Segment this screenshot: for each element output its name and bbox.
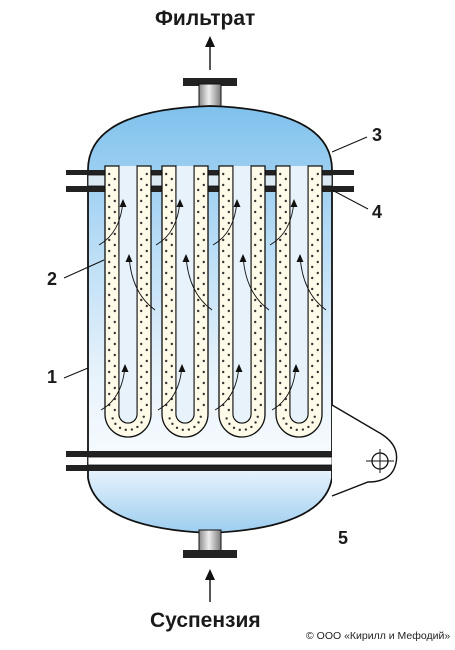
top-nozzle — [183, 78, 237, 110]
filter-element — [98, 165, 156, 438]
filter-channel — [232, 166, 252, 424]
filter-channel — [175, 166, 195, 424]
bottom-nozzle — [183, 529, 237, 558]
porous-dots — [165, 172, 205, 432]
flow-arrowhead — [290, 199, 298, 207]
filter-element — [155, 165, 213, 438]
porous-dots — [108, 172, 148, 432]
callout-4: 4 — [372, 202, 383, 222]
filter-channel — [118, 166, 138, 424]
filtrate-label: Фильтрат — [155, 7, 256, 30]
leader-lines — [63, 136, 369, 379]
filter-element — [212, 165, 270, 438]
bottom-flange — [66, 451, 354, 471]
filter-element — [269, 165, 327, 438]
flow-arrowhead — [178, 364, 186, 372]
flow-arrowhead — [292, 364, 300, 372]
callout-1: 1 — [47, 367, 58, 387]
filter-channel — [289, 166, 309, 424]
copyright-notice: © ООО «Кирилл и Мефодий» — [306, 630, 451, 642]
flow-arrowhead — [235, 364, 243, 372]
suspension-inlet-arrow — [205, 569, 215, 602]
filtrate-outlet-arrow — [205, 36, 215, 70]
callout-3: 3 — [372, 125, 383, 145]
flow-arrowhead — [182, 254, 190, 262]
flow-arrowhead — [296, 254, 304, 262]
flow-arrowhead — [121, 364, 129, 372]
tube-plate-flange — [66, 170, 354, 192]
filter-elements — [98, 165, 327, 438]
callout-2: 2 — [47, 269, 58, 289]
flow-arrowhead — [233, 199, 241, 207]
flow-arrowhead — [239, 254, 247, 262]
flow-arrowhead — [176, 199, 184, 207]
flow-arrowhead — [125, 254, 133, 262]
porous-dots — [222, 172, 262, 432]
hinge-bracket — [331, 404, 398, 497]
flow-arrowhead — [119, 199, 127, 207]
suspension-label: Суспензия — [150, 609, 261, 632]
porous-dots — [279, 172, 319, 432]
callout-5: 5 — [338, 528, 349, 548]
